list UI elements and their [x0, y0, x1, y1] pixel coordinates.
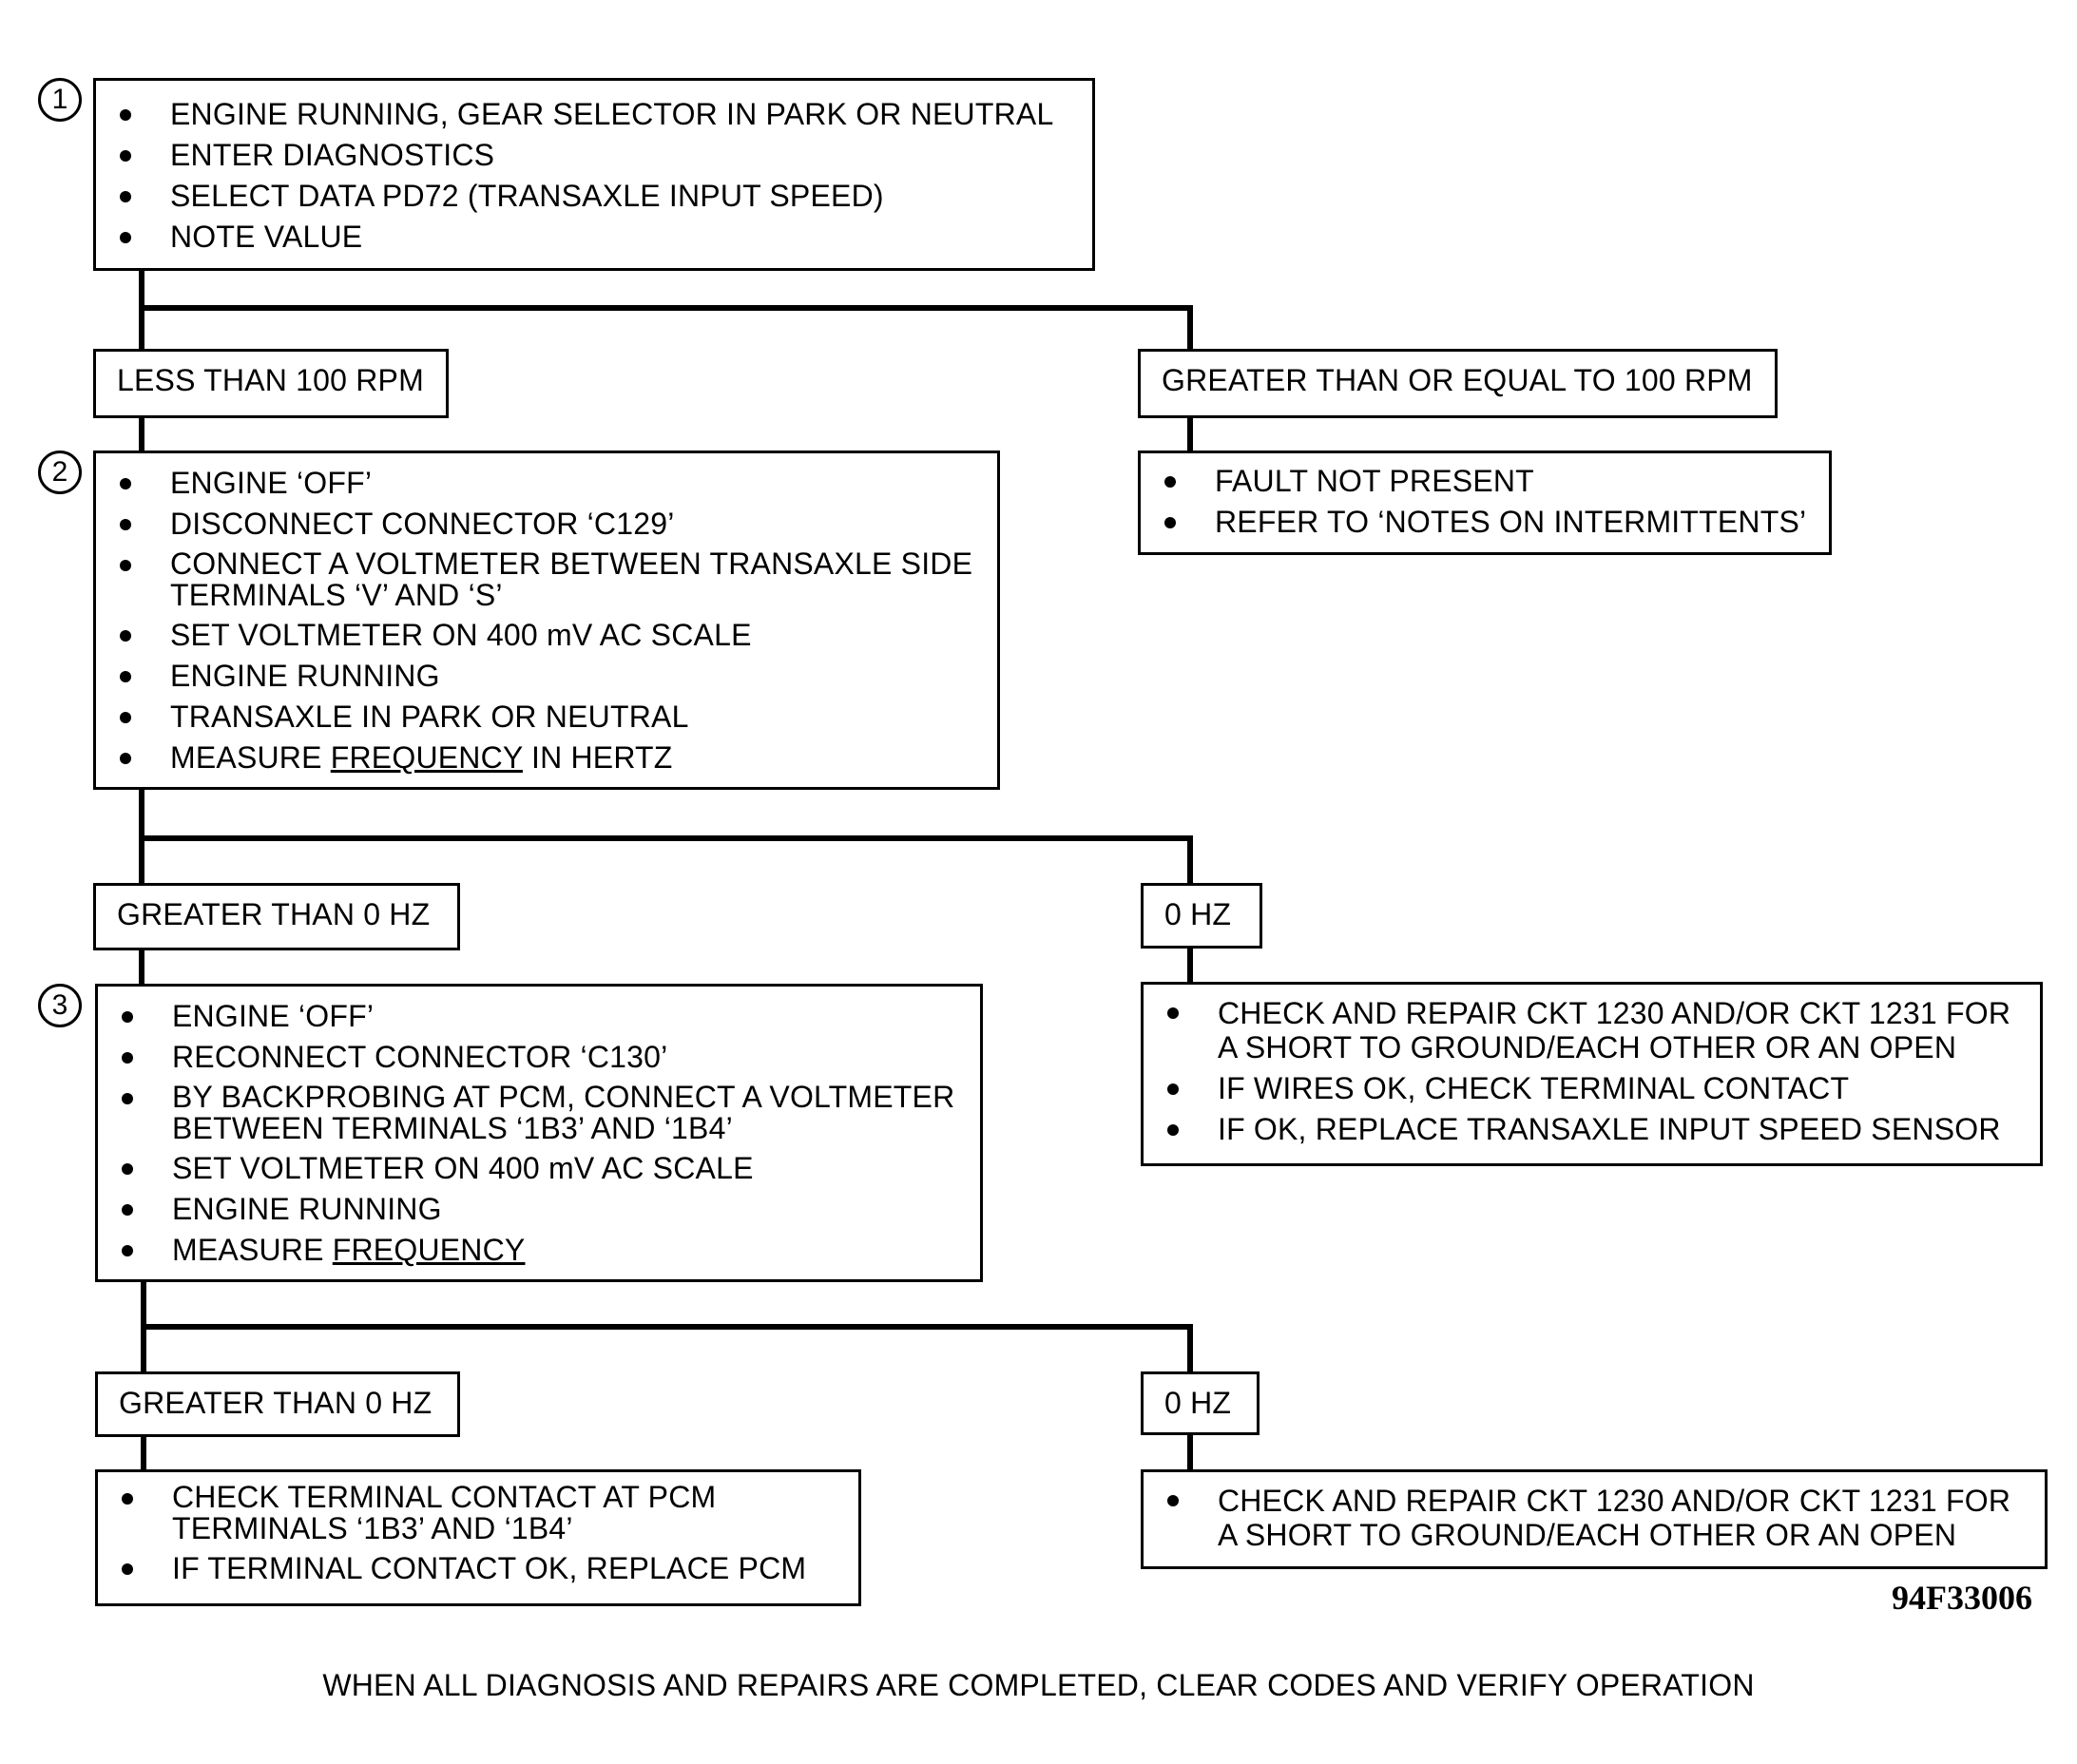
condition-greater-than-0-hz: GREATER THAN 0 HZ — [95, 1371, 460, 1437]
bullet-icon — [122, 1204, 133, 1216]
bullet-icon — [122, 1011, 133, 1023]
bullet-icon — [1167, 1124, 1179, 1136]
list-item: IF WIRES OK, CHECK TERMINAL CONTACT — [1144, 1072, 2040, 1105]
connector-line — [1187, 949, 1193, 982]
list-item: ENTER DIAGNOSTICS — [96, 139, 1092, 172]
outcome-check-repair-circuits: CHECK AND REPAIR CKT 1230 AND/OR CKT 123… — [1141, 982, 2043, 1166]
list-item: IF TERMINAL CONTACT OK, REPLACE PCM — [98, 1552, 858, 1585]
connector-line — [139, 835, 1193, 841]
condition-0-hz: 0 HZ — [1141, 1371, 1260, 1435]
bullet-icon — [120, 191, 131, 202]
step-number-badge: 2 — [38, 451, 82, 494]
bullet-icon — [120, 519, 131, 530]
bullet-icon — [122, 1563, 133, 1575]
list-item: CHECK AND REPAIR CKT 1230 AND/OR CKT 123… — [1144, 1484, 2045, 1552]
list-item: SET VOLTMETER ON 400 mV AC SCALE — [98, 1152, 980, 1185]
list-item: RECONNECT CONNECTOR ‘C130’ — [98, 1041, 980, 1074]
condition-greater-than-0-hz: GREATER THAN 0 HZ — [93, 883, 460, 950]
list-item: CONNECT A VOLTMETER BETWEEN TRANSAXLE SI… — [96, 548, 997, 611]
bullet-icon — [1167, 1083, 1179, 1095]
list-item: ENGINE ‘OFF’ — [96, 467, 997, 500]
condition-greater-equal-100-rpm: GREATER THAN OR EQUAL TO 100 RPM — [1138, 349, 1778, 418]
bullet-icon — [120, 478, 131, 489]
bullet-icon — [120, 232, 131, 243]
list-item: CHECK TERMINAL CONTACT AT PCM TERMINALS … — [98, 1482, 858, 1544]
bullet-icon — [122, 1163, 133, 1175]
list-item: IF OK, REPLACE TRANSAXLE INPUT SPEED SEN… — [1144, 1113, 2040, 1146]
step-3-list: ENGINE ‘OFF’ RECONNECT CONNECTOR ‘C130’ … — [98, 1000, 980, 1267]
list-item: FAULT NOT PRESENT — [1141, 465, 1829, 498]
bullet-icon — [120, 560, 131, 571]
bullet-icon — [1167, 1495, 1179, 1506]
bullet-icon — [1164, 476, 1176, 488]
bullet-icon — [120, 150, 131, 162]
list-item: TRANSAXLE IN PARK OR NEUTRAL — [96, 700, 997, 734]
bullet-icon — [120, 630, 131, 642]
list-item: DISCONNECT CONNECTOR ‘C129’ — [96, 508, 997, 541]
bullet-icon — [122, 1093, 133, 1104]
outcome-check-repair-circuits: CHECK AND REPAIR CKT 1230 AND/OR CKT 123… — [1141, 1469, 2048, 1569]
list-item: REFER TO ‘NOTES ON INTERMITTENTS’ — [1141, 506, 1829, 539]
list-item: ENGINE ‘OFF’ — [98, 1000, 980, 1033]
bullet-icon — [120, 712, 131, 723]
list-item: MEASURE FREQUENCY — [98, 1234, 980, 1267]
connector-line — [1187, 1324, 1193, 1371]
step-1-box: ENGINE RUNNING, GEAR SELECTOR IN PARK OR… — [93, 78, 1095, 271]
bullet-icon — [120, 753, 131, 764]
list-item: BY BACKPROBING AT PCM, CONNECT A VOLTMET… — [98, 1082, 980, 1144]
connector-line — [139, 305, 1193, 311]
connector-line — [139, 418, 144, 452]
bullet-icon — [122, 1245, 133, 1256]
list-item: SET VOLTMETER ON 400 mV AC SCALE — [96, 619, 997, 652]
connector-line — [141, 1324, 1193, 1330]
footer-note: WHEN ALL DIAGNOSIS AND REPAIRS ARE COMPL… — [322, 1668, 1755, 1702]
outcome-check-terminal-contact: CHECK TERMINAL CONTACT AT PCM TERMINALS … — [95, 1469, 861, 1606]
step-3-box: ENGINE ‘OFF’ RECONNECT CONNECTOR ‘C130’ … — [95, 984, 983, 1282]
list-item: ENGINE RUNNING, GEAR SELECTOR IN PARK OR… — [96, 98, 1092, 131]
connector-line — [1187, 835, 1193, 883]
bullet-icon — [122, 1493, 133, 1505]
list-item: NOTE VALUE — [96, 220, 1092, 254]
condition-0-hz: 0 HZ — [1141, 883, 1262, 949]
step-number-badge: 1 — [38, 78, 82, 122]
bullet-icon — [1167, 1007, 1179, 1019]
list-item: ENGINE RUNNING — [98, 1193, 980, 1226]
condition-less-than-100-rpm: LESS THAN 100 RPM — [93, 349, 449, 418]
connector-line — [141, 1437, 146, 1469]
connector-line — [1187, 305, 1193, 349]
bullet-icon — [120, 671, 131, 682]
bullet-icon — [1164, 517, 1176, 528]
step-number-badge: 3 — [38, 984, 82, 1027]
step-2-list: ENGINE ‘OFF’ DISCONNECT CONNECTOR ‘C129’… — [96, 467, 997, 775]
connector-line — [1187, 1435, 1193, 1469]
list-item: SELECT DATA PD72 (TRANSAXLE INPUT SPEED) — [96, 180, 1092, 213]
bullet-icon — [120, 109, 131, 121]
step-1-list: ENGINE RUNNING, GEAR SELECTOR IN PARK OR… — [96, 98, 1092, 254]
step-2-box: ENGINE ‘OFF’ DISCONNECT CONNECTOR ‘C129’… — [93, 451, 1000, 790]
list-item: CHECK AND REPAIR CKT 1230 AND/OR CKT 123… — [1144, 996, 2040, 1064]
connector-line — [1187, 418, 1193, 451]
list-item: ENGINE RUNNING — [96, 660, 997, 693]
bullet-icon — [122, 1052, 133, 1064]
list-item: MEASURE FREQUENCY IN HERTZ — [96, 741, 997, 775]
connector-line — [139, 950, 144, 984]
figure-id: 94F33006 — [1892, 1579, 2032, 1617]
outcome-fault-not-present: FAULT NOT PRESENT REFER TO ‘NOTES ON INT… — [1138, 451, 1832, 555]
